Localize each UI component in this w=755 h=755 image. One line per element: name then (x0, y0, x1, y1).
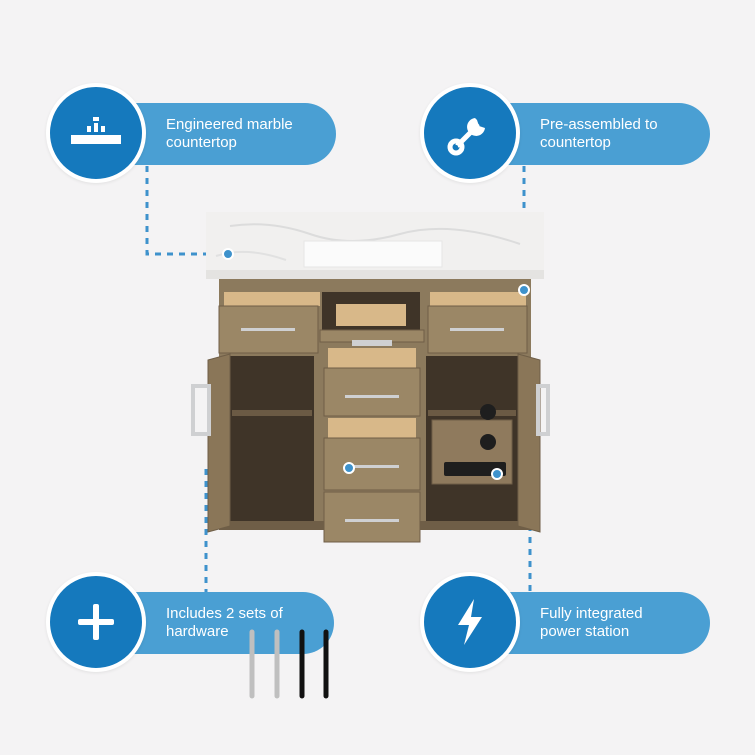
feature-preassembled-badge (420, 83, 520, 183)
sink-basin (303, 240, 443, 268)
feature-countertop-label: Engineered marble countertop (166, 116, 293, 151)
feature-hardware-label: Includes 2 sets of hardware (166, 605, 283, 640)
feature-power-label: Fully integrated power station (540, 605, 643, 640)
preassembled-marker[interactable] (518, 284, 530, 296)
wrench-icon (447, 118, 485, 156)
power-outlet (444, 462, 506, 476)
hardware-sets-image (249, 629, 329, 699)
hardware-marker[interactable] (343, 462, 355, 474)
feature-preassembled-label: Pre-assembled to countertop (540, 116, 658, 151)
feature-countertop-badge (46, 83, 146, 183)
power-marker[interactable] (491, 468, 503, 480)
feature-power-badge (420, 572, 520, 672)
lightning-icon (458, 599, 482, 645)
feature-hardware-badge (46, 572, 146, 672)
countertop-marker[interactable] (222, 248, 234, 260)
door-handle-left (191, 384, 211, 436)
plus-icon (78, 604, 114, 640)
countertop-icon (71, 117, 121, 144)
door-handle-right (536, 384, 550, 436)
